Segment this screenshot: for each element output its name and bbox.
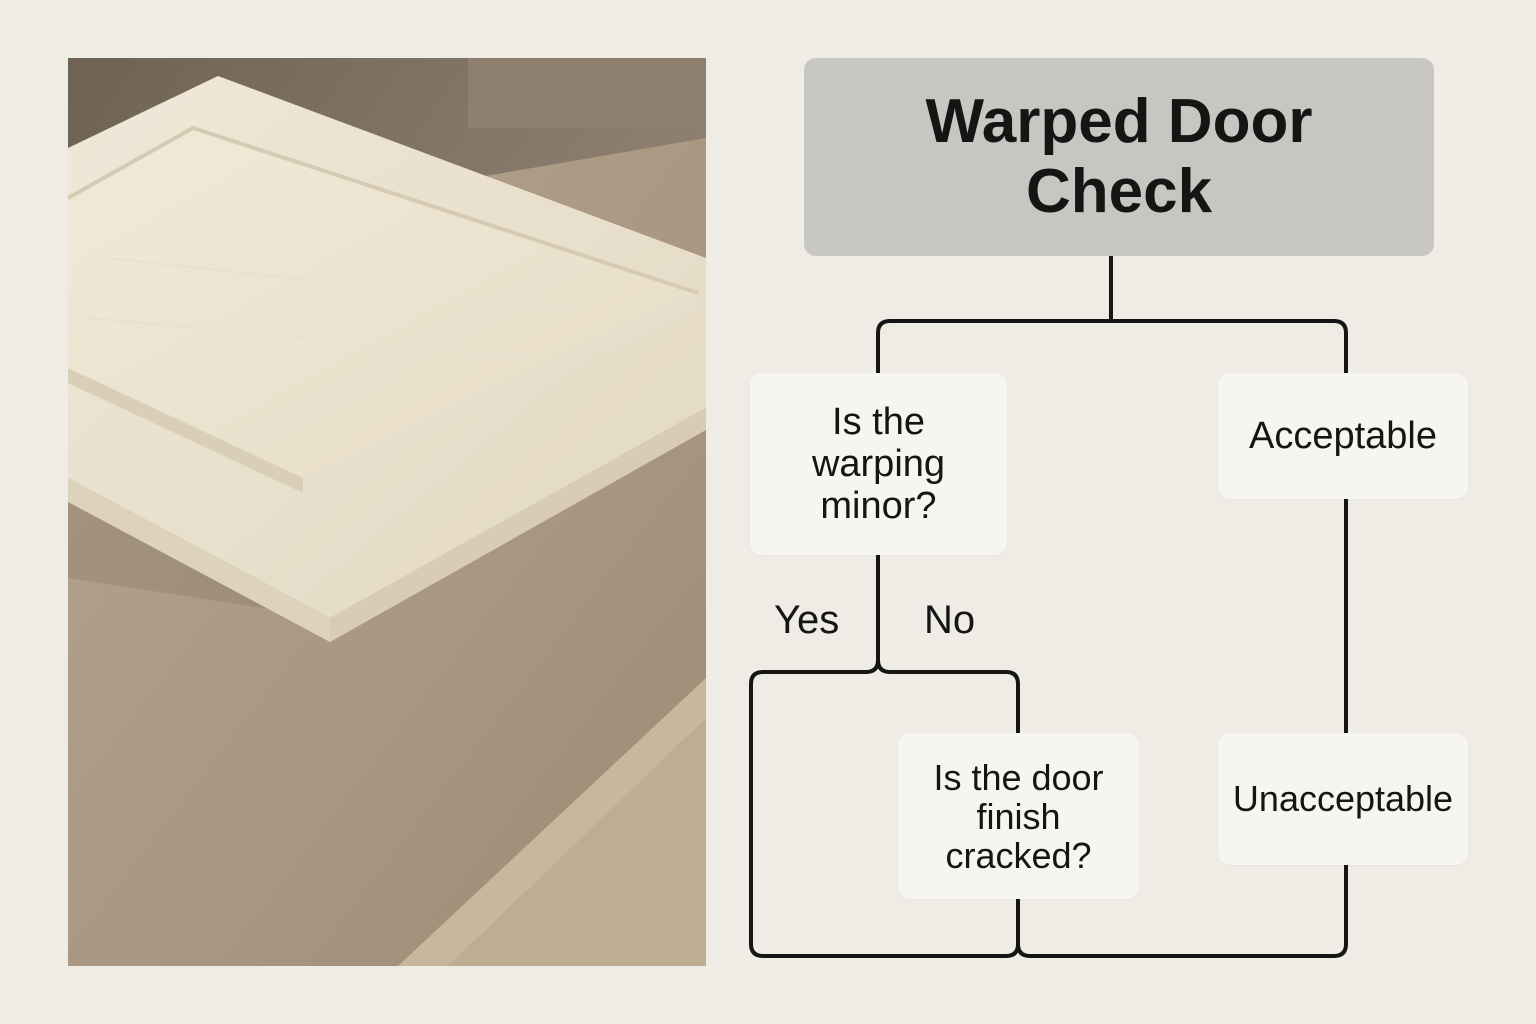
- finish-cracked-question-node: Is the door finish cracked?: [898, 733, 1139, 899]
- no-branch-label: No: [924, 598, 976, 642]
- acceptable-node: Acceptable: [1218, 373, 1468, 499]
- flowchart-title: Warped Door Check: [804, 58, 1434, 256]
- yes-branch-label: Yes: [774, 598, 840, 642]
- warping-minor-question-node: Is the warping minor?: [750, 373, 1007, 555]
- unacceptable-node: Unacceptable: [1218, 733, 1468, 865]
- cabinet-door-photo: [68, 58, 706, 966]
